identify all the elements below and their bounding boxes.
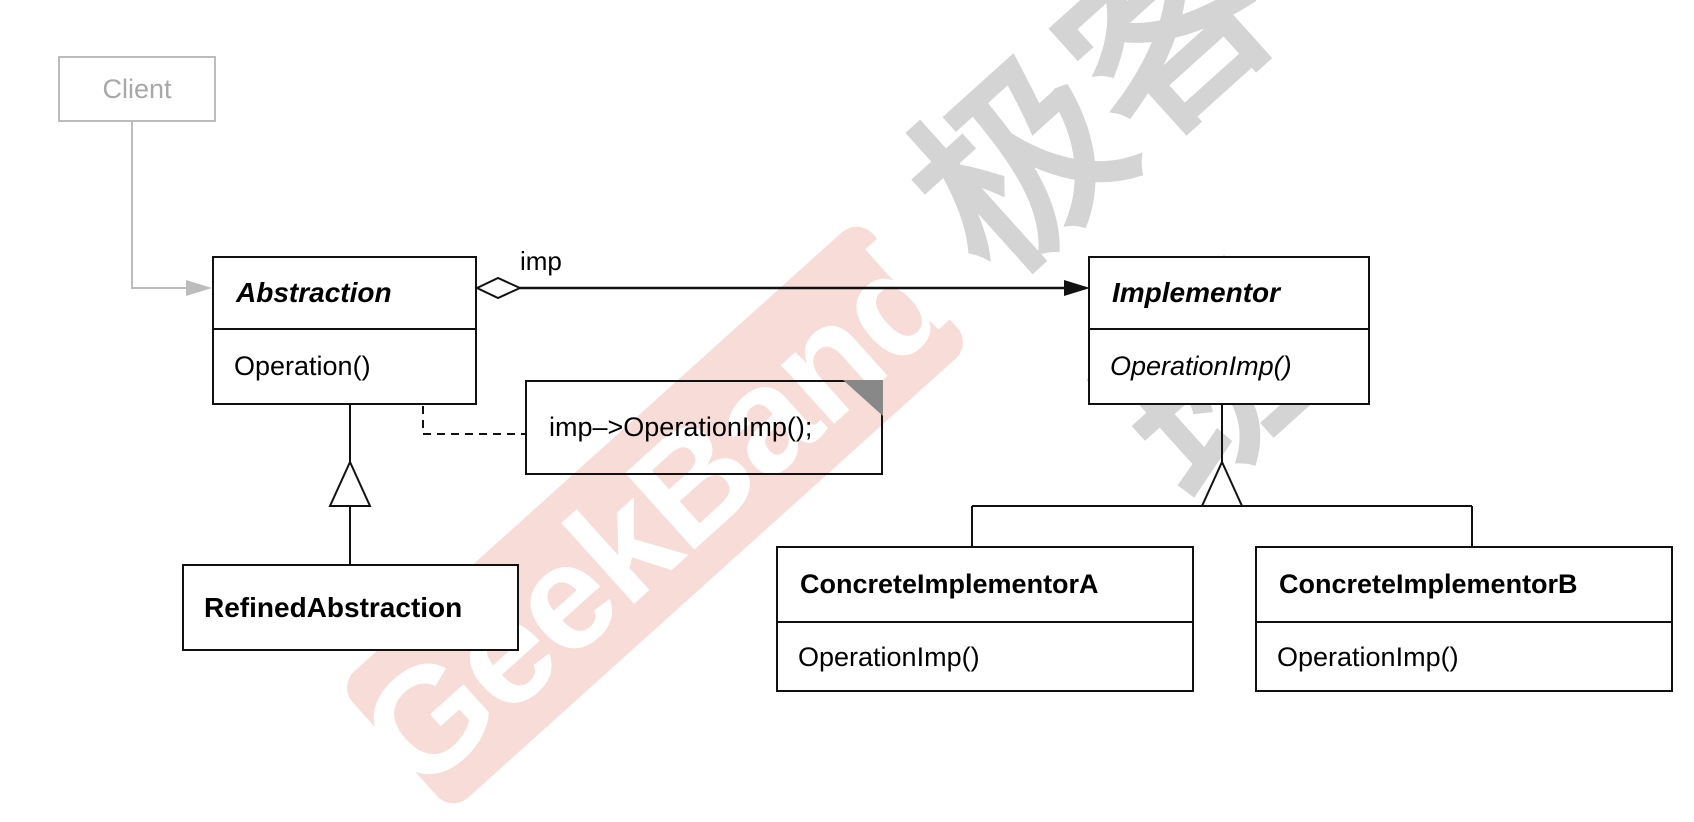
note-text: imp–>OperationImp(); [549,412,813,442]
concrete-a-name: ConcreteImplementorA [778,548,1192,623]
note-fold-icon [843,380,883,416]
concrete-b-operation: OperationImp() [1277,642,1459,672]
client-box: Client [58,56,216,122]
refined-abstraction-class: RefinedAbstraction [182,564,519,651]
aggregation-diamond-icon [474,276,523,300]
aggregation-arrowhead-icon [1064,280,1090,296]
code-note: imp–>OperationImp(); [525,380,883,475]
implementor-operation: OperationImp() [1110,351,1292,381]
abstraction-operation: Operation() [234,351,371,381]
concrete-b-name: ConcreteImplementorB [1257,548,1671,623]
concrete-a-operation: OperationImp() [798,642,980,672]
implementor-class: Implementor OperationImp() [1088,256,1370,405]
abstraction-name: Abstraction [214,258,475,330]
concrete-implementor-a-class: ConcreteImplementorA OperationImp() [776,546,1194,692]
concrete-implementor-b-class: ConcreteImplementorB OperationImp() [1255,546,1673,692]
abstraction-class: Abstraction Operation() [212,256,477,405]
association-label: imp [520,246,562,276]
implementor-name: Implementor [1090,258,1368,330]
client-connector [131,122,200,289]
inheritance-triangle-icon [328,459,372,507]
client-arrowhead-icon [186,280,212,296]
implementor-inheritance-triangle-icon [1200,459,1244,507]
